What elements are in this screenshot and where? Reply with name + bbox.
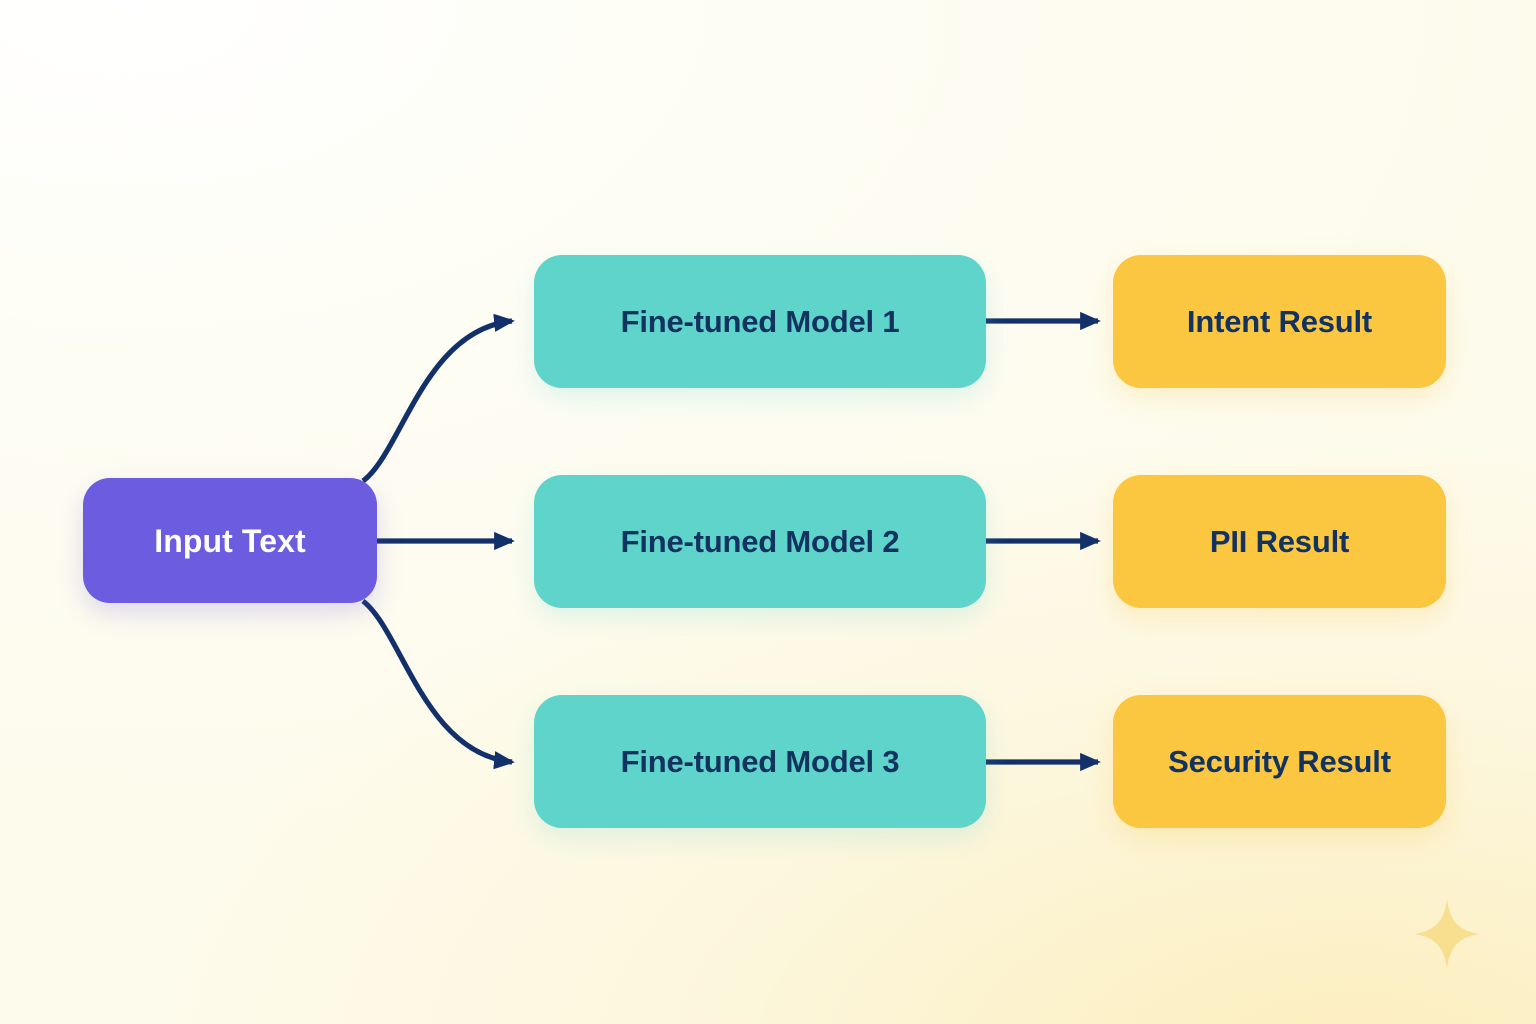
- edge-input-to-model-3: [361, 598, 515, 770]
- node-input-text-label: Input Text: [154, 522, 306, 559]
- node-fine-tuned-model-2[interactable]: Fine-tuned Model 2: [534, 475, 986, 608]
- node-fine-tuned-model-3[interactable]: Fine-tuned Model 3: [534, 695, 986, 828]
- node-fine-tuned-model-1-label: Fine-tuned Model 1: [620, 304, 900, 339]
- node-intent-result-label: Intent Result: [1186, 304, 1373, 339]
- edge-input-to-model-1: [361, 313, 515, 484]
- node-pii-result[interactable]: PII Result: [1113, 475, 1446, 608]
- node-fine-tuned-model-1[interactable]: Fine-tuned Model 1: [534, 255, 986, 388]
- node-intent-result[interactable]: Intent Result: [1113, 255, 1446, 388]
- node-input-text[interactable]: Input Text: [83, 478, 377, 603]
- node-fine-tuned-model-2-label: Fine-tuned Model 2: [620, 524, 900, 559]
- node-pii-result-label: PII Result: [1209, 524, 1350, 559]
- node-security-result[interactable]: Security Result: [1113, 695, 1446, 828]
- sparkle-icon: [1414, 899, 1480, 969]
- node-security-result-label: Security Result: [1168, 744, 1391, 779]
- node-fine-tuned-model-3-label: Fine-tuned Model 3: [620, 744, 900, 779]
